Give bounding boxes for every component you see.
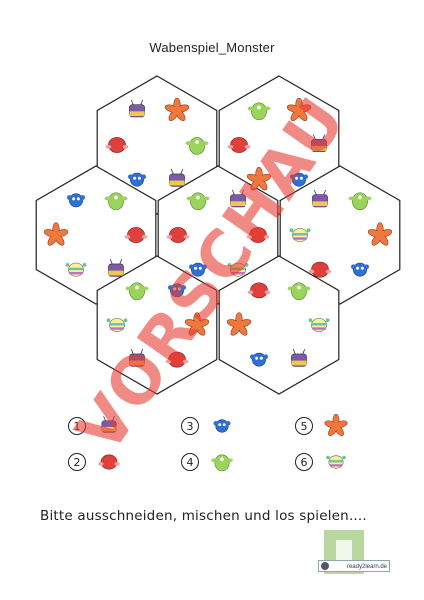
striped-monster bbox=[308, 318, 330, 332]
red-monster bbox=[105, 137, 129, 153]
legend-item: 4 bbox=[181, 453, 233, 472]
legend-item: 1 bbox=[68, 415, 117, 435]
striped-monster bbox=[289, 228, 311, 242]
blue-monster bbox=[66, 193, 86, 208]
purple-monster bbox=[291, 349, 307, 367]
number-circle bbox=[181, 417, 199, 435]
striped-monster bbox=[65, 262, 87, 277]
blue-monster bbox=[167, 283, 187, 298]
number-circle bbox=[295, 453, 313, 471]
hexagon-tile-middle-right bbox=[279, 165, 401, 305]
legend-number: 4 bbox=[187, 456, 194, 469]
green-monster bbox=[287, 282, 311, 301]
green-monster bbox=[348, 192, 372, 211]
blue-monster bbox=[350, 262, 370, 277]
instruction-text: Bitte ausschneiden, mischen und los spie… bbox=[40, 508, 367, 524]
red-monster bbox=[227, 137, 251, 153]
blue-monster bbox=[188, 262, 208, 277]
green-monster bbox=[185, 137, 209, 155]
green-monster bbox=[247, 102, 271, 121]
legend-number: 3 bbox=[187, 420, 194, 433]
legend-number: 5 bbox=[301, 420, 308, 433]
green-monster bbox=[211, 454, 233, 472]
number-circle bbox=[68, 417, 86, 435]
logo-label: ready2learn.de bbox=[318, 560, 390, 572]
monster-legend: 1 2 3 4 5 6 bbox=[68, 414, 348, 472]
hexagon-tile-bottom-left bbox=[96, 255, 218, 395]
purple-monster bbox=[311, 134, 327, 152]
hexagon-grid bbox=[35, 75, 401, 395]
purple-monster bbox=[129, 349, 145, 367]
orange-monster bbox=[164, 97, 190, 121]
striped-monster bbox=[326, 455, 346, 469]
orange-monster bbox=[226, 312, 252, 336]
blue-monster bbox=[289, 172, 309, 187]
legend-item: 2 bbox=[68, 453, 120, 471]
orange-monster bbox=[246, 167, 272, 191]
legend-number: 1 bbox=[74, 420, 81, 433]
blue-monster bbox=[213, 419, 231, 433]
purple-monster bbox=[101, 415, 117, 433]
red-monster bbox=[308, 261, 332, 278]
green-monster bbox=[125, 282, 149, 301]
purple-monster bbox=[108, 259, 124, 277]
green-monster bbox=[104, 192, 128, 211]
legend-item: 5 bbox=[295, 414, 348, 437]
striped-monster bbox=[227, 262, 249, 277]
blue-monster bbox=[249, 352, 269, 367]
legend-item: 6 bbox=[295, 453, 346, 471]
orange-monster bbox=[324, 414, 348, 437]
green-monster bbox=[186, 192, 210, 211]
monster-illustrations bbox=[43, 97, 393, 368]
legend-number: 6 bbox=[301, 456, 308, 469]
hexagon-tile-bottom-right bbox=[218, 255, 340, 395]
orange-monster bbox=[184, 312, 210, 336]
hexagon-tile-middle-left bbox=[35, 165, 157, 305]
page-title: Wabenspiel_Monster bbox=[149, 40, 275, 55]
legend-item: 3 bbox=[181, 417, 231, 435]
blue-monster bbox=[127, 172, 147, 187]
orange-monster bbox=[286, 97, 312, 121]
purple-monster bbox=[169, 169, 185, 187]
red-monster bbox=[166, 227, 190, 243]
hexagon-tile-center bbox=[157, 165, 279, 305]
hexagon-tile-top-left bbox=[96, 75, 218, 215]
orange-monster bbox=[367, 222, 393, 246]
publisher-logo: ready2learn.de bbox=[318, 530, 392, 580]
legend-number: 2 bbox=[74, 456, 81, 469]
red-monster bbox=[165, 351, 189, 368]
purple-monster bbox=[230, 189, 246, 208]
red-monster bbox=[246, 227, 270, 243]
number-circle bbox=[68, 453, 86, 471]
orange-monster bbox=[43, 222, 69, 246]
red-monster bbox=[247, 282, 271, 299]
purple-monster bbox=[312, 189, 328, 208]
red-monster bbox=[98, 454, 120, 470]
striped-monster bbox=[106, 318, 128, 332]
number-circle bbox=[295, 417, 313, 435]
red-monster bbox=[124, 227, 148, 243]
owl-icon bbox=[321, 562, 329, 570]
purple-monster bbox=[129, 99, 145, 118]
number-circle bbox=[181, 453, 199, 471]
